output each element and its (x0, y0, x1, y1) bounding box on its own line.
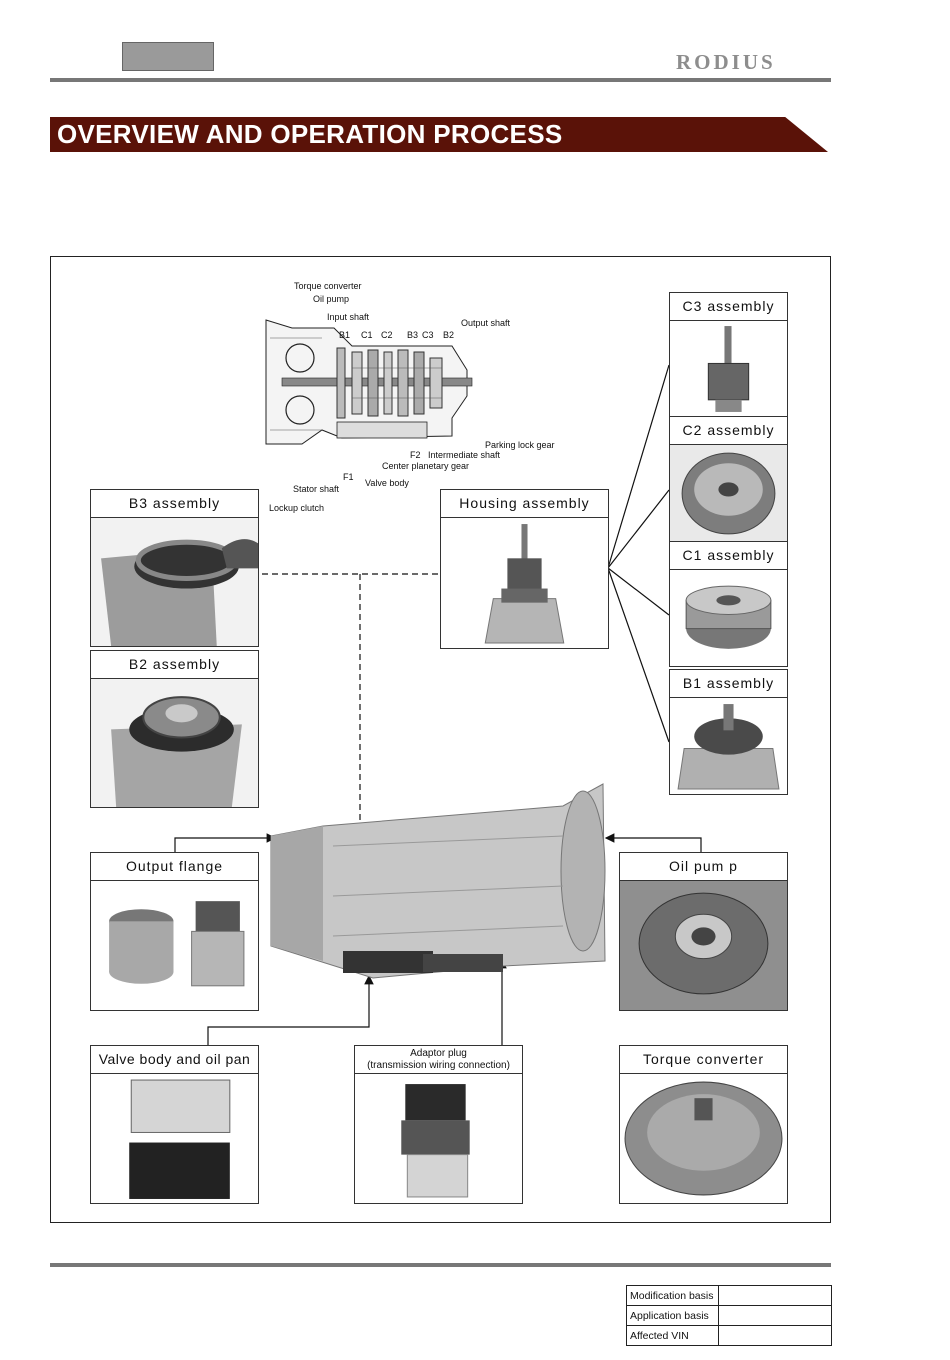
affected-vin-value (718, 1325, 832, 1346)
label-b3: B3 (407, 330, 419, 340)
panel-title: B3 assembly (91, 490, 258, 518)
adaptor-plug-photo (355, 1074, 522, 1203)
output-flange-photo (91, 881, 258, 1010)
panel-torque-converter: Torque converter (619, 1045, 788, 1204)
panel-b2-assembly: B2 assembly (90, 650, 259, 808)
header-gray-box (122, 42, 214, 71)
c1-assembly-photo (670, 570, 787, 666)
panel-output-flange: Output flange (90, 852, 259, 1011)
panel-title: C3 assembly (670, 293, 787, 321)
label-torque-converter: Torque converter (294, 281, 362, 291)
label-b2: B2 (443, 330, 455, 340)
title-banner (50, 117, 828, 152)
label-c2: C2 (381, 330, 393, 340)
housing-assembly-photo (441, 518, 608, 648)
panel-title: B1 assembly (670, 670, 787, 698)
label-c1: C1 (361, 330, 373, 340)
label-b1: B1 (339, 330, 351, 340)
panel-oil-pump: Oil pum p (619, 852, 788, 1011)
panel-title: B2 assembly (91, 651, 258, 679)
automatic-transmission-photo (263, 776, 608, 986)
header-rule (50, 78, 831, 82)
table-row: Affected VIN (626, 1325, 832, 1346)
valve-body-photo (91, 1074, 258, 1203)
content-frame (50, 256, 831, 1223)
application-basis-label: Application basis (626, 1305, 719, 1326)
application-basis-value (718, 1305, 832, 1326)
brand-logo: RODIUS (676, 50, 776, 74)
label-f2: F2 (410, 450, 421, 460)
torque-converter-photo (620, 1074, 787, 1203)
panel-b1-assembly: B1 assembly (669, 669, 788, 795)
panel-b3-assembly: B3 assembly (90, 489, 259, 647)
panel-adaptor-plug: Adaptor plug (transmission wiring connec… (354, 1045, 523, 1204)
label-f1: F1 (343, 472, 354, 482)
label-output-shaft: Output shaft (461, 318, 511, 328)
panel-valve-body: Valve body and oil pan (90, 1045, 259, 1204)
label-valve-body: Valve body (365, 478, 409, 488)
page-title: OVERVIEW AND OPERATION PROCESS (57, 119, 563, 149)
table-row: Application basis (626, 1305, 832, 1326)
revision-info-table: Modification basis Application basis Aff… (626, 1285, 832, 1346)
label-oil-pump: Oil pump (313, 294, 350, 304)
panel-title: Oil pum p (620, 853, 787, 881)
panel-title: Valve body and oil pan (91, 1046, 258, 1074)
oil-pump-photo (620, 881, 787, 1010)
label-stator-shaft: Stator shaft (293, 484, 340, 494)
panel-title: Adaptor plug (transmission wiring connec… (355, 1046, 522, 1074)
c2-assembly-photo (670, 445, 787, 541)
panel-title: C1 assembly (670, 542, 787, 570)
b2-assembly-photo (91, 679, 258, 807)
modification-basis-label: Modification basis (626, 1285, 719, 1306)
panel-housing-assembly: Housing assembly (440, 489, 609, 649)
label-lockup-clutch: Lockup clutch (269, 503, 325, 513)
label-c3: C3 (422, 330, 434, 340)
panel-title: Output flange (91, 853, 258, 881)
label-parking-lock-gear: Parking lock gear (485, 440, 555, 450)
adaptor-title-line1: Adaptor plug (410, 1048, 467, 1059)
panel-title: C2 assembly (670, 417, 787, 445)
affected-vin-label: Affected VIN (626, 1325, 719, 1346)
c3-assembly-photo (670, 321, 787, 417)
panel-title: Housing assembly (441, 490, 608, 518)
adaptor-title-line2: (transmission wiring connection) (367, 1060, 510, 1071)
b1-assembly-photo (670, 698, 787, 794)
transmission-cross-section (265, 319, 473, 445)
panel-c1-assembly: C1 assembly (669, 541, 788, 667)
label-intermediate-shaft: Intermediate shaft (428, 450, 501, 460)
b3-assembly-photo (91, 518, 258, 646)
panel-title: Torque converter (620, 1046, 787, 1074)
label-center-planetary-gear: Center planetary gear (382, 461, 470, 471)
panel-c2-assembly: C2 assembly (669, 416, 788, 542)
panel-c3-assembly: C3 assembly (669, 292, 788, 418)
modification-basis-value (718, 1285, 832, 1306)
table-row: Modification basis (626, 1285, 832, 1306)
label-input-shaft: Input shaft (327, 312, 370, 322)
footer-rule (50, 1263, 831, 1267)
